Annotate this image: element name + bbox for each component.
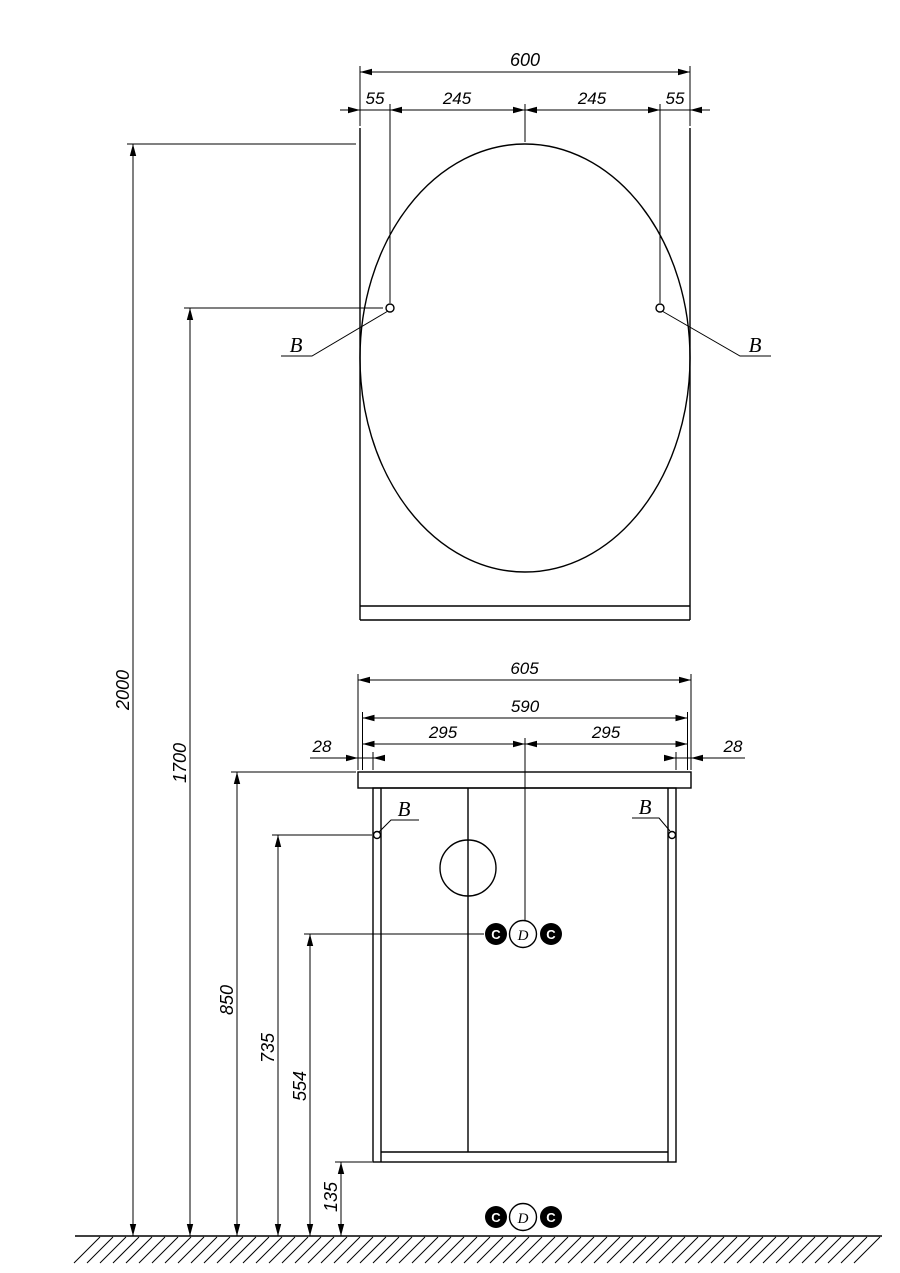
arrowhead <box>274 1224 282 1236</box>
arrowhead <box>306 934 314 946</box>
drain-connection-label: D <box>517 1211 529 1227</box>
dim-text-segment: 55 <box>366 89 385 108</box>
dim-text-floor-clearance: 135 <box>321 1181 341 1212</box>
dim-text-cabinet-mount-height: 735 <box>258 1032 278 1063</box>
arrowhead <box>233 772 241 784</box>
water-connection-label: C <box>546 1210 556 1225</box>
arrowhead <box>186 308 194 320</box>
arrowhead <box>513 106 525 114</box>
leader-line <box>281 310 389 357</box>
ground <box>73 1235 882 1264</box>
arrowhead <box>362 740 375 748</box>
arrowhead <box>679 676 691 684</box>
dim-text-segment: 245 <box>442 89 472 108</box>
floor-connections: C D C <box>485 1202 562 1232</box>
dim-text-countertop-width: 605 <box>510 659 539 678</box>
leader-line <box>378 819 419 833</box>
arrowhead <box>360 68 372 76</box>
dim-text-mirror-width: 600 <box>510 50 540 70</box>
drain-connection-label: D <box>517 928 529 944</box>
wall-connections: C D C <box>485 919 562 949</box>
arrowhead <box>678 68 690 76</box>
drain-connection-icon <box>508 1202 538 1232</box>
arrowhead <box>373 754 385 762</box>
dim-text-connection-height: 554 <box>290 1071 310 1101</box>
arrowhead <box>362 714 375 722</box>
arrowhead <box>337 1224 345 1236</box>
water-connection-icon <box>485 923 507 945</box>
dim-text-segment: 55 <box>666 89 685 108</box>
marker-b-cabinet-left: B <box>398 797 411 821</box>
arrowhead <box>664 754 676 762</box>
water-connection-icon <box>485 1206 507 1228</box>
arrowhead <box>525 740 537 748</box>
arrowhead <box>129 144 137 156</box>
arrowhead <box>186 1224 194 1236</box>
cabinet-back-hole <box>439 839 497 897</box>
leader-line <box>661 310 771 357</box>
mirror-view <box>359 128 691 621</box>
marker-b-mirror-right: B <box>749 333 762 357</box>
dim-text-countertop-height: 850 <box>217 985 237 1015</box>
arrowhead <box>348 106 360 114</box>
marker-b-mirror-left: B <box>290 333 303 357</box>
arrowhead <box>513 740 525 748</box>
arrowhead <box>525 106 537 114</box>
mirror-dimensions: 600 55 245 245 55 B B <box>281 50 771 357</box>
arrowhead <box>274 835 282 847</box>
arrowhead <box>306 1224 314 1236</box>
arrowhead <box>675 740 688 748</box>
dim-text-total-height: 2000 <box>113 670 133 711</box>
arrowhead <box>690 106 702 114</box>
dim-text-overhang-right: 28 <box>723 737 743 756</box>
mirror-oval <box>359 143 691 573</box>
arrowhead <box>129 1224 137 1236</box>
arrowhead <box>346 754 358 762</box>
arrowhead <box>390 106 402 114</box>
water-connection-icon <box>540 923 562 945</box>
vertical-dimensions: 2000 1700 850 735 554 135 <box>113 143 484 1236</box>
water-connection-label: C <box>491 927 501 942</box>
arrowhead <box>675 714 688 722</box>
arrowhead <box>648 106 660 114</box>
mirror-mount-point-left <box>385 303 395 313</box>
cabinet-mount-point-right <box>667 830 677 840</box>
arrowhead <box>691 754 703 762</box>
water-connection-label: C <box>546 927 556 942</box>
mirror-mount-point-right <box>655 303 665 313</box>
dim-text-overhang-left: 28 <box>312 737 332 756</box>
leader-line <box>632 817 671 832</box>
drain-connection-icon <box>508 919 538 949</box>
dim-text-body-width: 590 <box>511 697 540 716</box>
arrowhead <box>233 1224 241 1236</box>
dim-text-mirror-mount-height: 1700 <box>170 743 190 783</box>
water-connection-label: C <box>491 1210 501 1225</box>
cabinet-dimensions: 605 590 295 295 28 28 <box>310 659 745 920</box>
dim-text-half-width: 295 <box>428 723 458 742</box>
arrowhead <box>358 676 370 684</box>
water-connection-icon <box>540 1206 562 1228</box>
arrowhead <box>337 1162 345 1174</box>
marker-b-cabinet-right: B <box>639 795 652 819</box>
floor-hatching <box>73 1236 881 1264</box>
cabinet-mount-point-left <box>372 830 382 840</box>
dim-text-segment: 245 <box>577 89 607 108</box>
dim-text-half-width: 295 <box>591 723 621 742</box>
